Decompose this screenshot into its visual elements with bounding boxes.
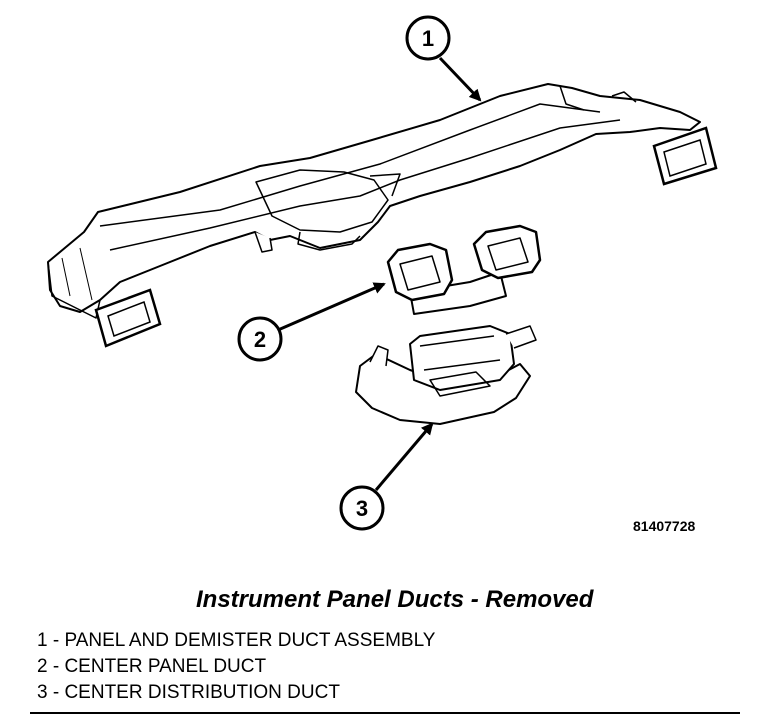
right-outlet [652, 126, 718, 186]
callout-3-number: 3 [356, 496, 368, 521]
figure-reference-code: 81407728 [633, 518, 696, 534]
callout-2: 2 [237, 316, 283, 362]
legend-item-1: 1 - PANEL AND DEMISTER DUCT ASSEMBLY [37, 630, 436, 651]
legend-item-2: 2 - CENTER PANEL DUCT [37, 656, 267, 677]
callout-3: 3 [339, 485, 385, 531]
parts-legend: 1 - PANEL AND DEMISTER DUCT ASSEMBLY 2 -… [37, 628, 435, 706]
callout-2-number: 2 [254, 327, 266, 352]
callout-1: 1 [405, 15, 451, 61]
leader-arrow-2 [277, 282, 386, 332]
legend-item-3: 3 - CENTER DISTRIBUTION DUCT [37, 682, 340, 703]
panel-demister-duct-assembly [47, 83, 701, 319]
leader-arrow-1 [438, 56, 482, 102]
center-panel-duct [386, 224, 542, 315]
figure-caption: Instrument Panel Ducts - Removed [196, 586, 594, 613]
leader-arrow-3 [374, 422, 434, 491]
duct-diagram: 1 2 3 [47, 15, 718, 531]
left-outlet [94, 288, 162, 348]
bottom-rule [30, 712, 740, 714]
center-distribution-duct [355, 325, 537, 425]
callout-1-number: 1 [422, 26, 434, 51]
